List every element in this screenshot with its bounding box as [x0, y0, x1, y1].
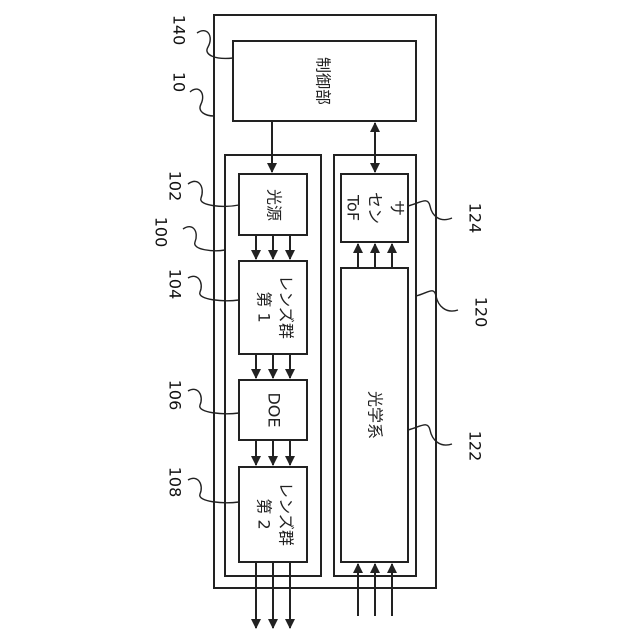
tof-sensor-label-line2: セン	[366, 192, 385, 224]
ref-124: 124	[466, 203, 485, 234]
tof-sensor-label-line3: サ	[388, 200, 407, 216]
leader-10	[190, 89, 214, 116]
ref-10: 10	[170, 72, 189, 92]
doe-label: DOE	[265, 392, 284, 427]
light-source-label: 光源	[265, 189, 284, 221]
optics-label: 光学系	[366, 391, 385, 439]
control-unit-label: 制御部	[314, 57, 333, 105]
ref-120: 120	[472, 297, 491, 328]
lens-group-2-label-line1: 第 2	[255, 498, 274, 529]
ref-102: 102	[166, 171, 185, 202]
ref-122: 122	[466, 431, 485, 462]
ref-104: 104	[166, 269, 185, 300]
lens-group-1-label-line1: 第 1	[255, 291, 274, 322]
tof-sensor-label-line1: ToF	[344, 194, 363, 221]
lens-group-1-label-line2: レンズ群	[277, 275, 296, 339]
ref-100: 100	[152, 217, 171, 248]
lens-group-2-label-line2: レンズ群	[277, 482, 296, 546]
ref-106: 106	[166, 380, 185, 411]
ref-140: 140	[170, 15, 189, 46]
ref-108: 108	[166, 467, 185, 498]
